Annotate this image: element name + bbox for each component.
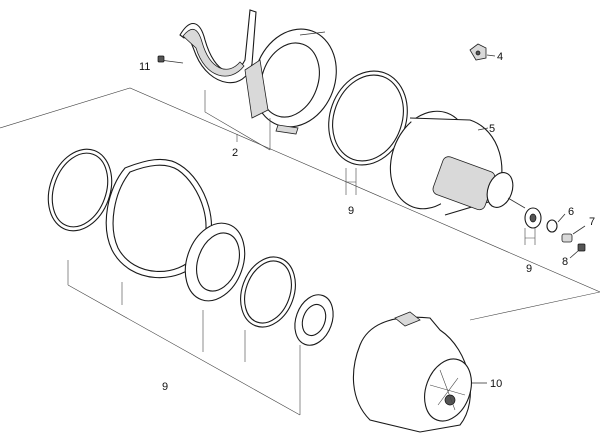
part-9-oring-upper xyxy=(328,70,408,166)
callout-8: 8 xyxy=(562,256,568,268)
callout-9a: 9 xyxy=(348,205,354,217)
leader-9a xyxy=(345,168,357,195)
callout-5: 5 xyxy=(489,123,495,135)
callout-2: 2 xyxy=(232,147,238,159)
part-5-motor xyxy=(389,110,526,216)
part-10-impeller-housing xyxy=(352,311,487,433)
callout-4: 4 xyxy=(497,51,503,63)
part-7-fastener xyxy=(561,225,586,243)
callout-7: 7 xyxy=(589,216,595,228)
seal-ring xyxy=(184,222,246,302)
part-8-nut xyxy=(569,243,586,259)
oring-middle xyxy=(240,256,296,328)
part-4-clip xyxy=(469,43,496,61)
leader-9c xyxy=(67,260,301,416)
callout-6: 6 xyxy=(568,206,574,218)
callout-10: 10 xyxy=(490,378,502,390)
callout-11: 11 xyxy=(139,61,150,73)
leader-9b xyxy=(524,228,536,245)
assembly-outline xyxy=(0,87,600,321)
part-2-clamp-bracket xyxy=(179,9,257,83)
part-9-oring-lower-left xyxy=(47,148,113,232)
part-2-housing-ring xyxy=(244,28,337,135)
callout-9b: 9 xyxy=(526,263,532,275)
leader-2-a xyxy=(204,90,271,151)
part-11-screw xyxy=(157,55,184,64)
washer xyxy=(294,294,334,346)
callout-9c: 9 xyxy=(162,381,168,393)
part-6-bearing xyxy=(524,207,566,233)
